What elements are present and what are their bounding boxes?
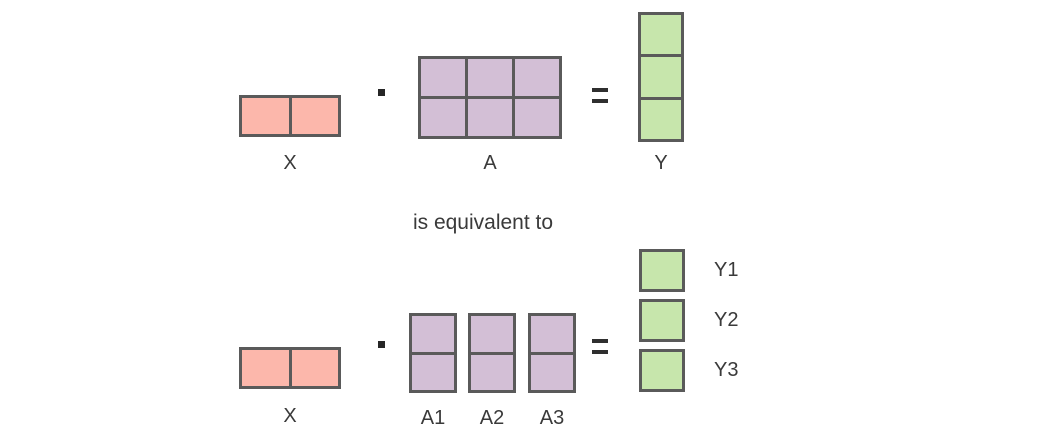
matrix-cell (412, 354, 454, 390)
matrix-cell (291, 98, 338, 134)
matrix-x-bottom (239, 347, 341, 389)
matrix-cell (515, 59, 559, 96)
dot-operator-icon-top (378, 89, 385, 96)
matrix-cell (641, 57, 681, 97)
matrix-x-top (239, 95, 341, 137)
matrix-cell (642, 252, 682, 289)
dot-operator-icon-bottom (378, 341, 385, 348)
matrix-a1 (409, 313, 457, 393)
equals-operator-icon-top (592, 88, 608, 103)
matrix-y1 (639, 249, 685, 292)
matrix-y2 (639, 299, 685, 342)
matrix-cell (242, 98, 289, 134)
matrix-label-y1: Y1 (714, 259, 739, 281)
matrix-cell (642, 352, 682, 389)
matrix-cell (471, 316, 513, 352)
matrix-label-x-top: X (283, 152, 297, 174)
matrix-cell (642, 302, 682, 339)
matrix-y3 (639, 349, 685, 392)
matrix-cell (515, 99, 559, 136)
matrix-a3 (528, 313, 576, 393)
matrix-cell (641, 15, 681, 55)
matrix-label-y2: Y2 (714, 309, 739, 331)
matrix-label-a1: A1 (420, 407, 446, 429)
matrix-cell (421, 99, 465, 136)
matrix-label-a3: A3 (539, 407, 565, 429)
matrix-cell (468, 59, 512, 96)
matrix-a2 (468, 313, 516, 393)
matrix-cell (291, 350, 338, 386)
matrix-a-top (418, 56, 562, 139)
matrix-label-y3: Y3 (714, 359, 739, 381)
matrix-label-a2: A2 (479, 407, 505, 429)
matrix-cell (468, 99, 512, 136)
matrix-label-a-top: A (483, 152, 497, 174)
matrix-cell (412, 316, 454, 352)
matrix-cell (531, 316, 573, 352)
matrix-cell (242, 350, 289, 386)
matrix-label-y-top: Y (654, 152, 668, 174)
matrix-label-x-bottom: X (283, 405, 297, 427)
matrix-cell (531, 354, 573, 390)
matrix-cell (471, 354, 513, 390)
matrix-cell (641, 99, 681, 139)
equivalence-text: is equivalent to (412, 211, 554, 234)
matrix-y-top (638, 12, 684, 142)
matrix-cell (421, 59, 465, 96)
equals-operator-icon-bottom (592, 339, 608, 354)
